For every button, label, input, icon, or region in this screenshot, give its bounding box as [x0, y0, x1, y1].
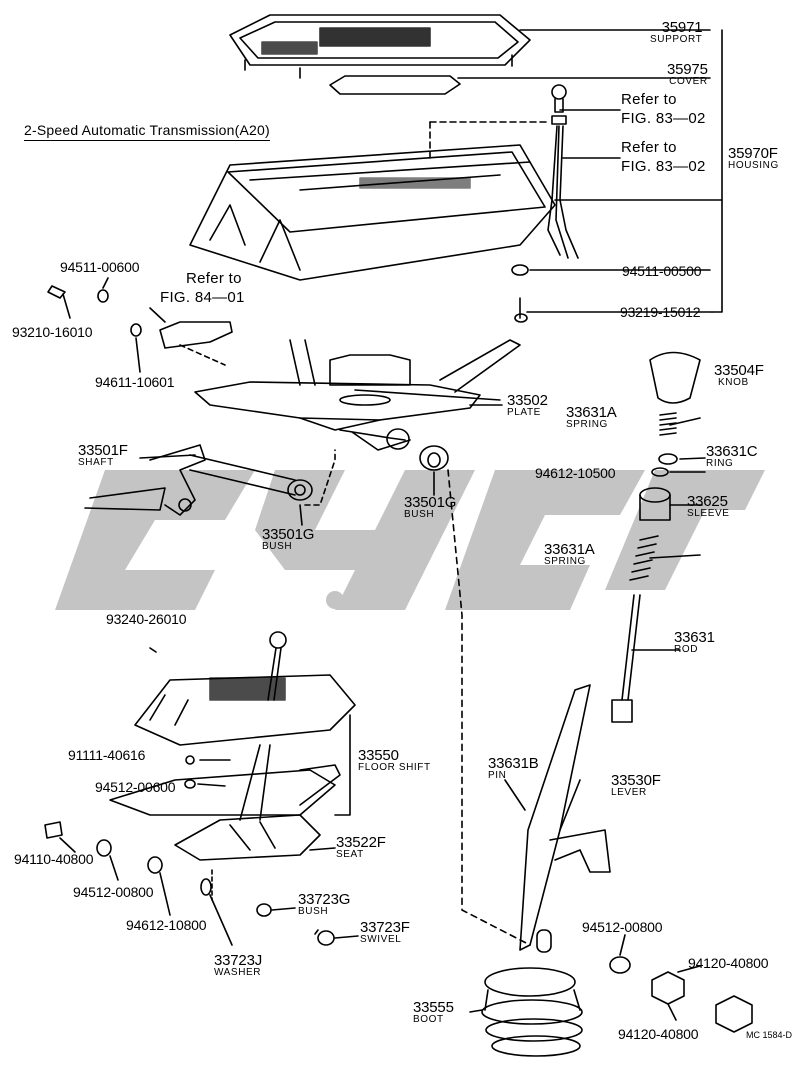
- bush-33723g: [256, 903, 272, 917]
- washer-94512-00800-a: [96, 839, 112, 857]
- part-label: 33522F SEAT: [336, 834, 386, 860]
- nut-94120-a: [651, 971, 685, 1005]
- shift-plate: [194, 339, 521, 451]
- part-label: 33631C RING: [706, 443, 758, 469]
- part-label: 33555 BOOT: [413, 999, 454, 1025]
- part-label: 94512-00600: [95, 779, 176, 795]
- refer-callout-bulb: Refer to FIG. 83—02: [621, 90, 706, 128]
- floor-shift: [109, 674, 356, 821]
- part-label: 93210-16010: [12, 324, 93, 340]
- screw-91111: [185, 755, 195, 765]
- diagram-title: 2-Speed Automatic Transmission(A20): [24, 122, 270, 141]
- part-label: 94612-10800: [126, 917, 207, 933]
- bracket-line: [711, 29, 723, 313]
- lever-33530f: [519, 684, 611, 953]
- part-label: 94512-00800: [582, 919, 663, 935]
- part-label: 94110-40800: [14, 851, 94, 867]
- part-label: 94611-10601: [95, 374, 175, 390]
- part-label: 33723J WASHER: [214, 952, 263, 978]
- part-label: 94120-40800: [618, 1026, 699, 1042]
- refer-callout-wire: Refer to FIG. 83—02: [621, 138, 706, 176]
- part-label: 93219-15012: [620, 304, 701, 320]
- spring-33631a-top: [659, 412, 677, 436]
- part-label: 94612-10500: [535, 465, 616, 481]
- part-label: 91111-40616: [68, 747, 146, 763]
- refer-label: Refer to: [186, 270, 242, 287]
- part-label: 94511-00500: [622, 263, 702, 279]
- nut-94120-b: [715, 995, 753, 1033]
- nut-94511-00500: [511, 264, 529, 276]
- part-label: 33550 FLOOR SHIFT: [358, 747, 431, 773]
- refer-fig: FIG. 84—01: [160, 289, 245, 306]
- rod: [611, 594, 641, 723]
- refer-callout-switch: Refer to FIG. 84—01: [160, 269, 245, 307]
- boot-33555: [481, 967, 583, 1057]
- part-label: 33631A SPRING: [566, 404, 617, 430]
- part-label: 33501F SHAFT: [78, 442, 128, 468]
- seat-33522f: [174, 814, 321, 861]
- part-label: 35970F HOUSING: [728, 145, 779, 171]
- support-tray: [229, 14, 531, 79]
- refer-fig: FIG. 83—02: [621, 110, 706, 127]
- screw-93210: [47, 285, 66, 299]
- part-label: 33625 SLEEVE: [687, 493, 730, 519]
- part-label: 33631B PIN: [488, 755, 539, 781]
- shift-knob: [649, 351, 701, 404]
- pin-33631b: [504, 779, 526, 811]
- part-label: 33501G BUSH: [404, 494, 457, 520]
- bracket-floor-shift: [334, 714, 351, 816]
- part-label: 33530F LEVER: [611, 772, 661, 798]
- part-label: 33631 ROD: [674, 629, 715, 655]
- part-label: 33501G BUSH: [262, 526, 315, 552]
- knob-small: [269, 631, 287, 649]
- cover-plate: [329, 75, 461, 95]
- swivel-33723f: [314, 929, 335, 946]
- part-label: 33502 PLATE: [507, 392, 548, 418]
- bush-33501g-b: [419, 445, 449, 471]
- part-label: 35975 COVER: [667, 61, 708, 87]
- nut-94612-10800: [147, 856, 163, 874]
- washer-94512-00800-b: [609, 956, 631, 974]
- shaft: [84, 444, 296, 516]
- part-label: 33723G BUSH: [298, 891, 351, 917]
- sleeve-33625: [639, 487, 671, 521]
- part-label: 33723F SWIVEL: [360, 919, 410, 945]
- refer-label: Refer to: [621, 139, 677, 156]
- refer-fig: FIG. 83—02: [621, 158, 706, 175]
- drawing-code: MC 1584-D: [745, 1030, 792, 1040]
- nut-94110: [44, 821, 63, 839]
- washer-94512-00600: [184, 779, 196, 789]
- part-label: 93240-26010: [106, 611, 187, 627]
- washer-33723j: [200, 878, 212, 896]
- part-label: 94120-40800: [688, 955, 769, 971]
- housing: [189, 121, 556, 281]
- washer-94611: [130, 323, 142, 337]
- part-label: 35971 SUPPORT: [650, 19, 703, 45]
- bush-33501g-a: [287, 479, 313, 501]
- part-label: 33504F KNOB: [714, 362, 764, 388]
- part-label: 94512-00800: [73, 884, 154, 900]
- neutral-switch: [149, 307, 233, 366]
- refer-label: Refer to: [621, 91, 677, 108]
- nut-94511-00600: [97, 289, 109, 303]
- washer-94612-10500: [651, 467, 669, 477]
- screw-93240: [149, 647, 157, 653]
- spring-33631a-low: [629, 535, 659, 581]
- bulb-socket: [547, 84, 579, 259]
- part-label: 33631A SPRING: [544, 541, 595, 567]
- bolt-93219-15012: [514, 297, 528, 323]
- ring-33631c: [658, 453, 678, 465]
- part-label: 94511-00600: [60, 259, 140, 275]
